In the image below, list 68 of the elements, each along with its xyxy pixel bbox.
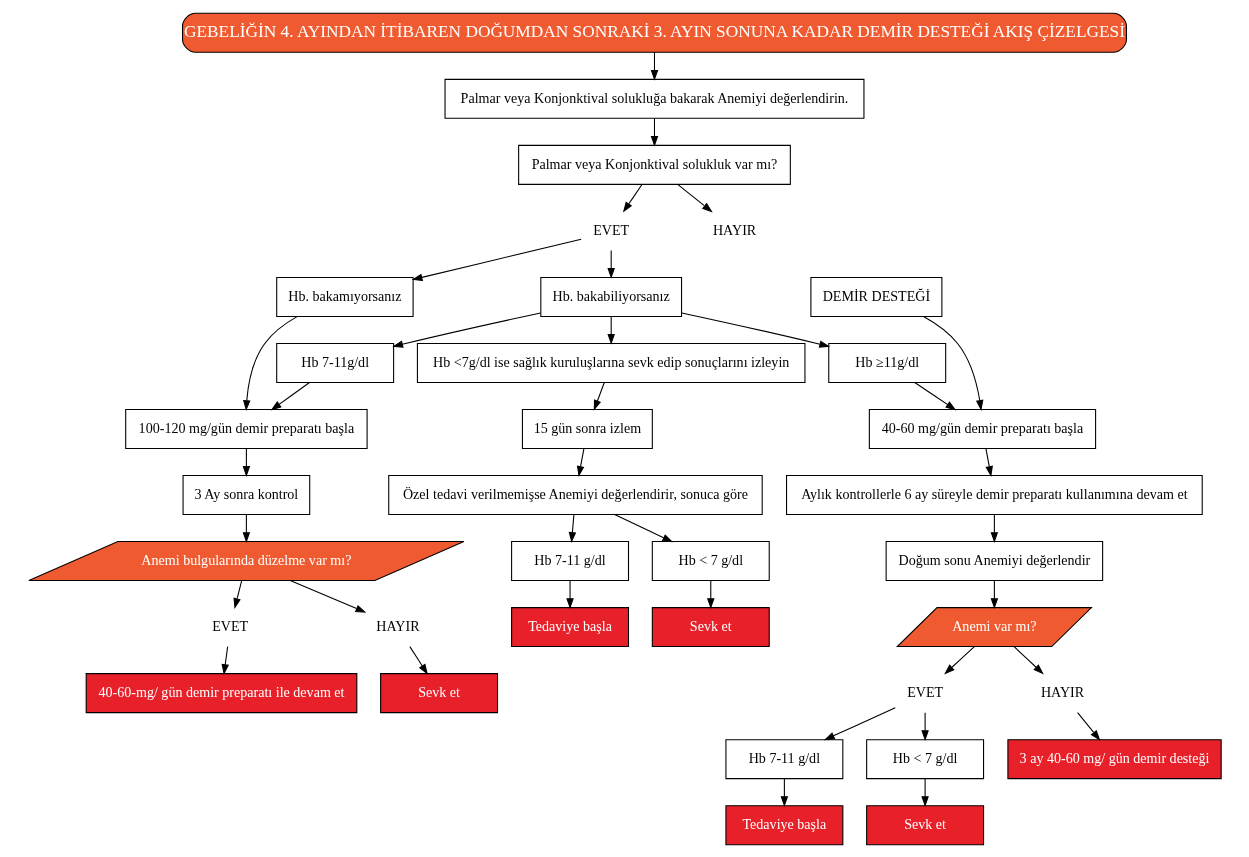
arrow xyxy=(943,645,975,674)
node-text: HAYIR xyxy=(375,617,420,634)
node-box: 40-60-mg/ gün demir preparatı ile devam et xyxy=(85,672,357,713)
arrow xyxy=(408,645,428,675)
node-box: Hb <7g/dl ise sağlık kuruluşlarına sevk edip sonuçlarını izleyin xyxy=(416,342,805,383)
arrow xyxy=(680,311,830,348)
node-box: DEMİR DESTEĞİ xyxy=(809,276,942,317)
node-text: HAYIR xyxy=(712,221,756,238)
arrow xyxy=(242,513,250,543)
node-box: Hb. bakamıyorsanız xyxy=(275,276,414,317)
arrow xyxy=(593,381,605,411)
node-box: GEBELİĞİN 4. AYINDAN İTİBAREN DOĞUMDAN SONRAKİ 3. AYIN SONUNA KADAR DEMİR DESTEĞİ AKIŞ ÇİZELGESİ xyxy=(181,12,1127,53)
arrow xyxy=(622,183,642,213)
arrow xyxy=(920,777,929,807)
node-box: Palmar veya Konjonktival solukluğa bakarak Anemiyi değerlendirin. xyxy=(444,78,864,119)
node-box: Hb 7-11g/dl xyxy=(275,342,394,383)
node-box: 100-120 mg/gün demir preparatı başla xyxy=(124,408,368,449)
arrow xyxy=(913,381,956,410)
arrow xyxy=(780,777,788,807)
node-box: Tedaviye başla xyxy=(510,606,629,647)
node-box: 3 ay 40-60 mg/ gün demir desteği xyxy=(1006,738,1222,779)
arrow xyxy=(606,249,615,279)
node-box: Hb 7-11 g/dl xyxy=(724,738,843,779)
node-box: Özel tedavi verilmemişse Anemiyi değerlendirir, sonuca göre xyxy=(387,474,763,515)
arrow xyxy=(221,645,229,675)
arrow xyxy=(990,579,998,609)
arrow xyxy=(606,315,615,345)
arrow xyxy=(270,381,310,410)
arrow xyxy=(576,447,584,477)
arrow xyxy=(823,706,896,740)
arrow xyxy=(1013,645,1044,674)
arrow xyxy=(990,513,998,543)
arrow xyxy=(613,513,673,542)
arrow xyxy=(920,711,929,741)
arrow xyxy=(984,447,993,477)
arrow xyxy=(289,579,366,613)
arrow xyxy=(233,579,242,609)
node-text: EVET xyxy=(211,617,248,634)
arrow xyxy=(242,315,298,411)
arrow xyxy=(922,315,983,411)
node-box: Sevk et xyxy=(379,672,498,713)
node-box: Hb < 7 g/dl xyxy=(865,738,984,779)
arrow xyxy=(565,579,574,609)
arrow xyxy=(1076,711,1100,741)
arrow xyxy=(242,447,250,477)
node-text: EVET xyxy=(906,683,943,700)
node-box: Palmar veya Konjonktival solukluk var mı? xyxy=(517,144,791,185)
node-box: 15 gün sonra izlem xyxy=(521,408,653,449)
arrow xyxy=(411,238,582,281)
node-text: EVET xyxy=(592,221,629,238)
node-box: Hb 7-11 g/dl xyxy=(510,540,629,581)
node-box: Hb. bakabiliyorsanız xyxy=(539,276,682,317)
node-box: 40-60 mg/gün demir preparatı başla xyxy=(868,408,1096,449)
arrow xyxy=(676,183,713,212)
arrow xyxy=(706,579,715,609)
node-box: Sevk et xyxy=(651,606,770,647)
node-box: Sevk et xyxy=(865,804,984,845)
arrow xyxy=(391,311,541,348)
arrow xyxy=(650,51,658,81)
node-text: HAYIR xyxy=(1040,683,1084,700)
node-box: 3 Ay sonra kontrol xyxy=(182,474,310,515)
node-box: Aylık kontrollerle 6 ay süreyle demir preparatı kullanımına devam et xyxy=(785,474,1203,515)
arrow xyxy=(568,513,576,543)
arrow xyxy=(650,117,658,147)
node-box: Hb < 7 g/dl xyxy=(651,540,770,581)
node-box: Doğum sonu Anemiyi değerlendir xyxy=(885,540,1103,581)
node-box: Hb ≥11g/dl xyxy=(827,342,946,383)
node-box: Tedaviye başla xyxy=(724,804,843,845)
